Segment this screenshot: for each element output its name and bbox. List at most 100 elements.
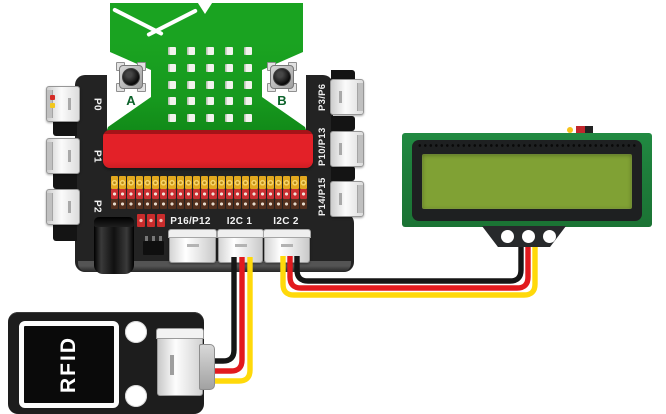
pin (258, 199, 266, 209)
lcd-connector-hole (543, 230, 556, 243)
pin (201, 189, 209, 199)
pin (291, 189, 299, 199)
pin (242, 199, 250, 209)
pin (135, 176, 143, 189)
pin (168, 176, 176, 189)
port-label-p10p13: P10/P13 (317, 127, 328, 167)
pin (225, 176, 234, 189)
led-dot (225, 80, 233, 89)
pin (266, 189, 275, 199)
led-dot (244, 114, 252, 122)
board-edge-tab (331, 166, 355, 181)
board-edge-tab (53, 169, 77, 189)
led-dot (244, 97, 252, 106)
pin (160, 199, 168, 209)
button-b-cap (273, 68, 291, 86)
pin (193, 176, 201, 189)
port-label-p3p6: P3/P6 (317, 83, 328, 111)
power-pin (147, 214, 155, 227)
pin (299, 199, 307, 209)
pin (266, 176, 275, 189)
lcd-connector-hole (501, 230, 514, 243)
pin (209, 176, 217, 189)
pin (143, 189, 152, 199)
pin (193, 189, 201, 199)
pin (250, 176, 258, 189)
led-dot (225, 63, 233, 72)
pin (127, 189, 135, 199)
pin (250, 199, 258, 209)
pin (152, 176, 160, 189)
pin (119, 199, 127, 209)
lcd-screen (422, 154, 632, 209)
port-label-p0: P0 (91, 97, 103, 111)
pin (234, 176, 242, 189)
pin (127, 199, 135, 209)
pin (135, 199, 143, 209)
pin (225, 189, 234, 199)
pin (275, 189, 283, 199)
board-edge-tab (331, 116, 355, 131)
pin (152, 189, 160, 199)
pin (176, 189, 184, 199)
pin (184, 176, 193, 189)
port-label-i2c2: I2C 2 (273, 215, 299, 227)
led-dot (187, 80, 195, 89)
pin (283, 189, 291, 199)
pin (217, 189, 225, 199)
led-dot (206, 63, 214, 72)
port-label-i2c1: I2C 1 (226, 215, 253, 227)
pin (283, 199, 291, 209)
pin (217, 176, 225, 189)
led-dot (225, 114, 233, 122)
pin (184, 189, 193, 199)
edge-connector-slot (103, 130, 313, 168)
dc-power-jack (94, 217, 134, 274)
pin (152, 199, 160, 209)
button-b (267, 62, 297, 92)
power-pin (137, 214, 145, 227)
rfid-mount-hole (125, 321, 147, 343)
pin (242, 176, 250, 189)
led-dot (187, 114, 195, 122)
pin (201, 176, 209, 189)
power-header-pins (137, 214, 165, 227)
led-dot (206, 114, 214, 122)
port-label-p2: P2 (91, 199, 103, 213)
lcd-component-black (585, 126, 593, 133)
pin (275, 199, 283, 209)
pin (160, 189, 168, 199)
pin (234, 199, 242, 209)
pin (119, 189, 127, 199)
pin (283, 176, 291, 189)
port-connector-p16p12 (168, 229, 217, 263)
board-edge-tab (53, 221, 77, 241)
port-connector-p10p13 (330, 131, 364, 167)
rfid-antenna-frame: RFID (19, 321, 119, 408)
lcd-component-red (576, 126, 585, 133)
led-dot (187, 47, 195, 55)
pin (201, 199, 209, 209)
led-dot (206, 80, 214, 89)
pin (275, 176, 283, 189)
lcd-connector-hole (522, 230, 535, 243)
pin (209, 199, 217, 209)
p0-pin-red (50, 95, 55, 100)
pin (250, 189, 258, 199)
led-dot (244, 80, 252, 89)
pin (225, 199, 234, 209)
pin (258, 189, 266, 199)
rfid-connector (156, 328, 204, 396)
led-dot (206, 97, 214, 106)
button-a-cap (122, 68, 140, 86)
led-dot (187, 97, 195, 106)
p0-pin-yellow (50, 103, 55, 108)
power-pin (157, 214, 165, 227)
lcd-pin-row (417, 142, 637, 149)
pin-row (111, 199, 307, 209)
button-a-label: A (126, 93, 136, 108)
pin (291, 176, 299, 189)
port-label-p16p12: P16/P12 (170, 215, 211, 227)
port-connector-p2 (46, 189, 80, 225)
pin (143, 199, 152, 209)
